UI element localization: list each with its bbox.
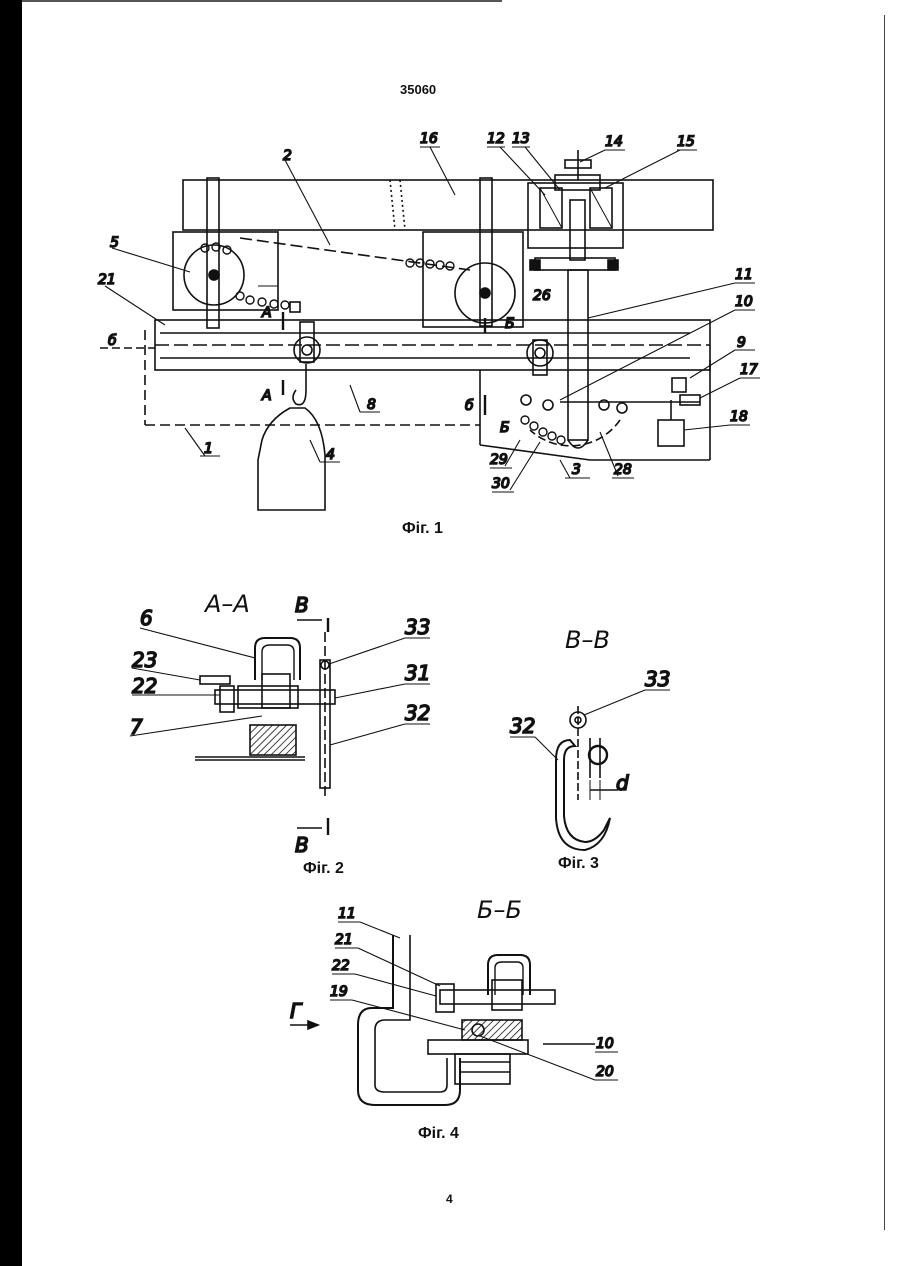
fig1-label-4: 4 [326,447,335,463]
fig2-label-31: 31 [405,661,430,685]
fig2-label-33: 33 [405,615,430,639]
fig3-section-title: В–В [565,626,610,654]
fig2-drawing: А–А 6 23 22 7 33 31 32 В В [130,590,430,857]
fig1-label-26: 26 [533,288,551,304]
fig2-label-22: 22 [132,674,157,698]
fig1-label-1: 1 [204,441,213,457]
fig4-label-11: 11 [338,906,356,922]
fig1-label-10: 10 [735,294,753,310]
fig2-section-title: А–А [203,590,250,618]
fig3-caption: Фіг. 3 [558,855,599,873]
fig1-label-12: 12 [487,131,505,147]
fig4-section-title: Б–Б [477,896,522,924]
fig1-section-a-bottom: А [261,388,272,404]
fig1-label-17: 17 [740,362,758,378]
fig1-label-14: 14 [605,134,623,150]
fig1-label-11: 11 [735,267,753,283]
fig1-weight [658,420,684,446]
fig1-label-9: 9 [737,335,746,351]
fig2-axle [215,690,335,704]
fig1-angle-mark-left: б [108,333,117,349]
fig1-label-3: 3 [572,462,581,478]
fig1-section-b-top: Б [505,316,515,332]
fig1-label-13: 13 [512,131,530,147]
fig4-label-20: 20 [596,1064,614,1080]
fig4-drawing: Б–Б 11 21 22 19 10 20 Г [290,896,618,1105]
fig1-trolley-left [294,337,320,363]
fig4-guide [428,1040,528,1054]
fig2-label-23: 23 [132,648,157,672]
fig1-label-28: 28 [614,462,632,478]
fig1-chain [201,243,454,309]
fig2-label-7: 7 [130,715,143,739]
fig1-label-18: 18 [730,409,748,425]
fig4-label-10: 10 [596,1036,614,1052]
fig1-angle-mark-center: б [465,398,474,414]
fig1-trolley-right [527,340,553,366]
fig1-section-a-top: А [261,305,272,321]
fig3-label-32: 32 [510,714,535,738]
fig1-drawing: 16 12 13 14 15 2 5 21 11 10 9 17 18 26 8… [98,131,760,510]
fig1-label-29: 29 [490,452,508,468]
fig1-shaft [568,270,588,440]
fig1-label-30: 30 [492,476,510,492]
fig4-label-22: 22 [332,958,350,974]
fig4-label-21: 21 [335,932,353,948]
fig1-top-beam [183,180,713,230]
fig2-rail-section [250,725,296,755]
fig4-label-19: 19 [330,984,348,1000]
fig4-caption: Фіг. 4 [418,1125,459,1143]
fig2-section-v-bottom: В [295,833,309,857]
fig1-label-16: 16 [420,131,438,147]
fig3-hook [556,740,610,850]
fig1-section-b-bottom: Б [500,420,510,436]
fig2-caption: Фіг. 2 [303,860,344,878]
fig1-load [258,408,325,510]
fig1-label-5: 5 [110,235,119,251]
fig3-label-d: d [616,771,629,795]
fig2-label-6: 6 [140,606,153,630]
fig1-label-21: 21 [98,272,116,288]
fig1-label-15: 15 [677,134,695,150]
fig3-drawing: В–В 33 32 d [510,626,670,850]
fig3-label-33: 33 [645,667,670,691]
fig2-label-32: 32 [405,701,430,725]
fig1-label-2: 2 [283,148,292,164]
fig1-label-8: 8 [367,397,376,413]
page-number: 4 [446,1192,453,1206]
fig2-section-v-top: В [295,593,309,617]
fig1-caption: Фіг. 1 [402,520,443,538]
fig4-direction-mark: Г [290,999,303,1023]
